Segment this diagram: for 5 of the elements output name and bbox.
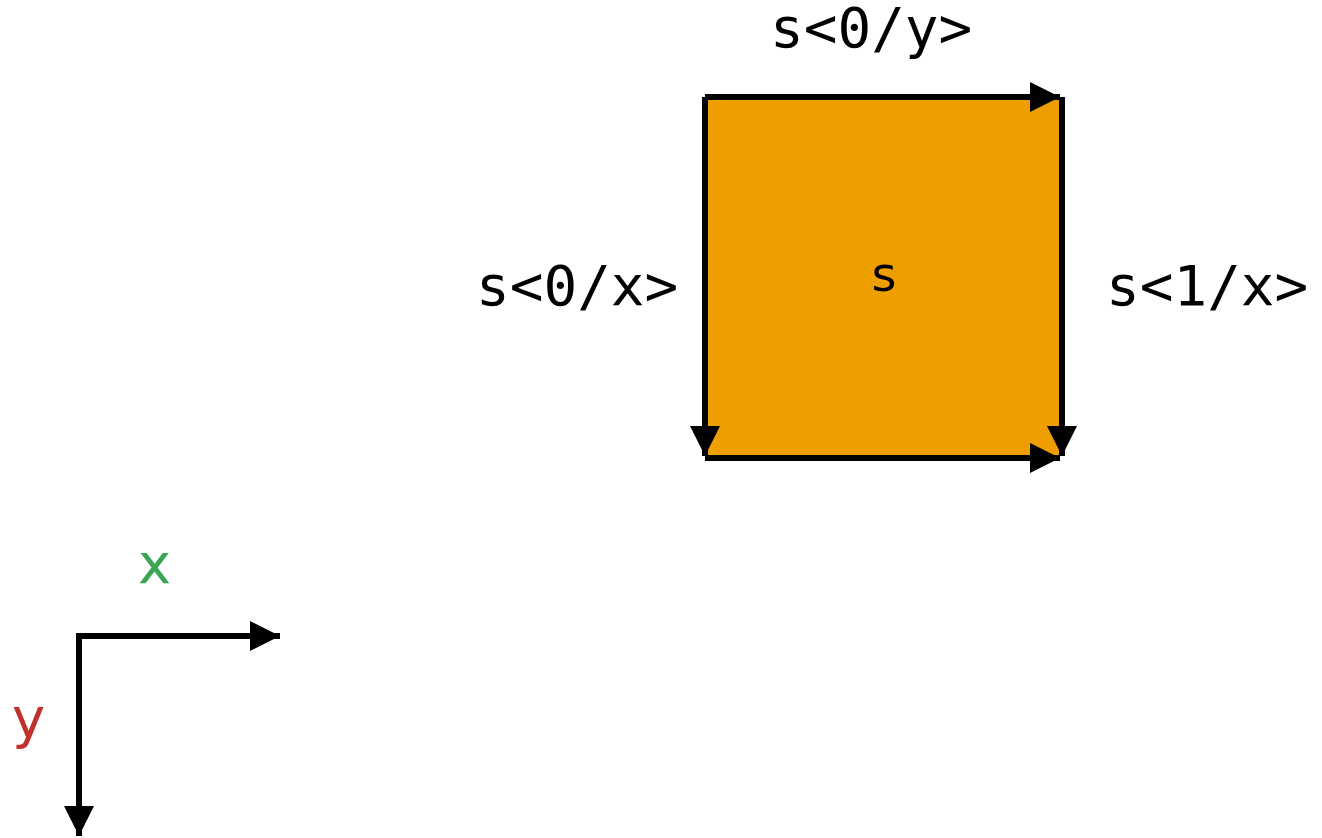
node-label: s xyxy=(871,250,897,298)
square xyxy=(708,100,1060,456)
side-label: s<1/x> xyxy=(1106,258,1309,314)
side-label: s<0/x> xyxy=(476,258,679,314)
axis-label: x xyxy=(138,536,172,592)
